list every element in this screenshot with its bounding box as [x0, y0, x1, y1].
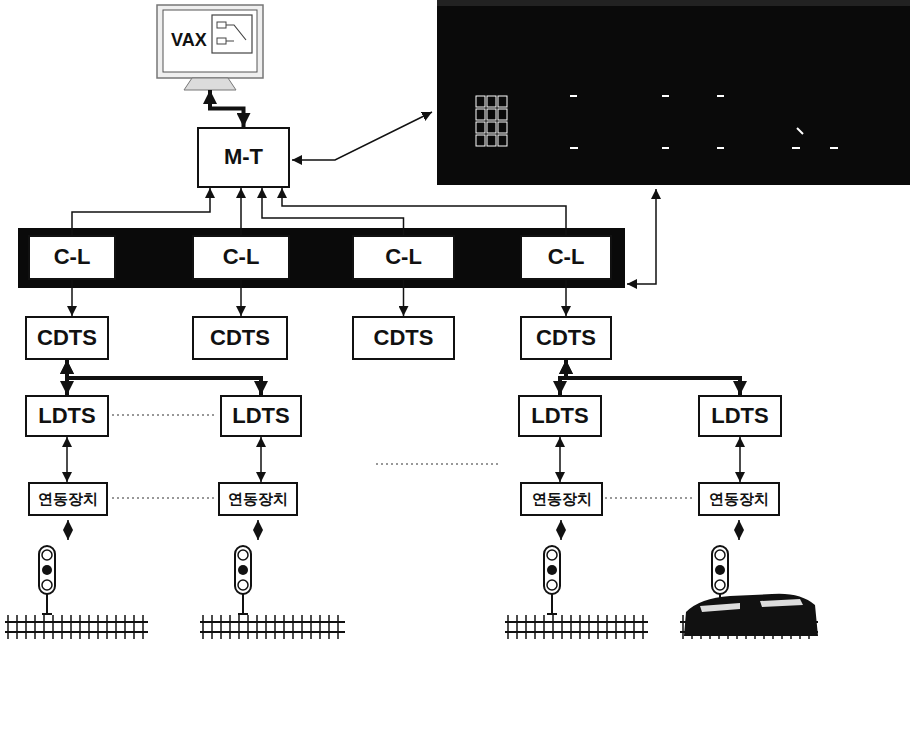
system-box: CDTS	[520, 316, 612, 360]
controller-band	[18, 228, 625, 288]
box-label: LDTS	[38, 404, 95, 428]
box-label: C-L	[54, 245, 91, 269]
computer-monitor: VAX	[157, 5, 263, 90]
signal-symbol	[544, 546, 560, 614]
box-label: C-L	[548, 245, 585, 269]
connector-arrow	[67, 360, 261, 395]
track	[505, 615, 648, 639]
connector-arrow	[403, 280, 405, 316]
field-links	[68, 520, 739, 540]
box-label: 연동장치	[38, 491, 98, 508]
system-box: 연동장치	[218, 482, 298, 516]
system-box: CDTS	[25, 316, 109, 360]
connector-arrow	[66, 437, 68, 482]
train-illustration	[684, 594, 818, 636]
connector-arrow	[210, 90, 244, 127]
system-box: C-L	[28, 235, 116, 280]
display-panel	[437, 0, 910, 185]
box-label: LDTS	[232, 404, 289, 428]
system-box: 연동장치	[520, 482, 603, 516]
connector-arrow	[72, 188, 210, 235]
connector-arrow	[262, 188, 404, 235]
box-label: C-L	[223, 245, 260, 269]
panel-link	[627, 189, 656, 284]
system-box: C-L	[520, 235, 612, 280]
connector-arrow	[260, 437, 262, 482]
system-box: LDTS	[220, 395, 302, 437]
connector-arrow	[282, 188, 566, 235]
box-label: LDTS	[531, 404, 588, 428]
box-label: M-T	[224, 145, 263, 169]
box-label: 연동장치	[228, 491, 288, 508]
system-box: 연동장치	[698, 482, 780, 516]
monitor-illustration	[157, 5, 263, 90]
system-box: CDTS	[352, 316, 455, 360]
signal-symbol	[235, 546, 251, 614]
track	[5, 615, 148, 639]
box-label: 연동장치	[532, 491, 592, 508]
signals-and-tracks	[5, 546, 818, 639]
box-label: 연동장치	[709, 491, 769, 508]
box-label: C-L	[385, 245, 422, 269]
box-label: CDTS	[536, 326, 596, 350]
box-label: CDTS	[37, 326, 97, 350]
box-label: CDTS	[374, 326, 434, 350]
system-box: LDTS	[25, 395, 109, 437]
box-label: VAX	[171, 31, 207, 51]
system-box: 연동장치	[28, 482, 108, 516]
system-box: C-L	[352, 235, 455, 280]
connector-arrow	[566, 360, 740, 395]
panel-link	[292, 112, 432, 160]
signal-symbol	[39, 546, 55, 614]
connector-arrow	[739, 437, 741, 482]
peer-dotted-lines	[112, 415, 694, 498]
box-label: LDTS	[711, 404, 768, 428]
connector-arrow	[240, 188, 242, 235]
connector-arrow	[559, 437, 561, 482]
connector-arrow	[565, 280, 567, 316]
connector-arrow	[240, 280, 242, 316]
box-label: CDTS	[210, 326, 270, 350]
connector-arrow	[71, 280, 73, 316]
system-box: M-T	[197, 127, 290, 188]
system-box: C-L	[192, 235, 290, 280]
system-box: CDTS	[192, 316, 288, 360]
track	[200, 615, 345, 639]
system-box: LDTS	[518, 395, 602, 437]
system-box: LDTS	[698, 395, 782, 437]
